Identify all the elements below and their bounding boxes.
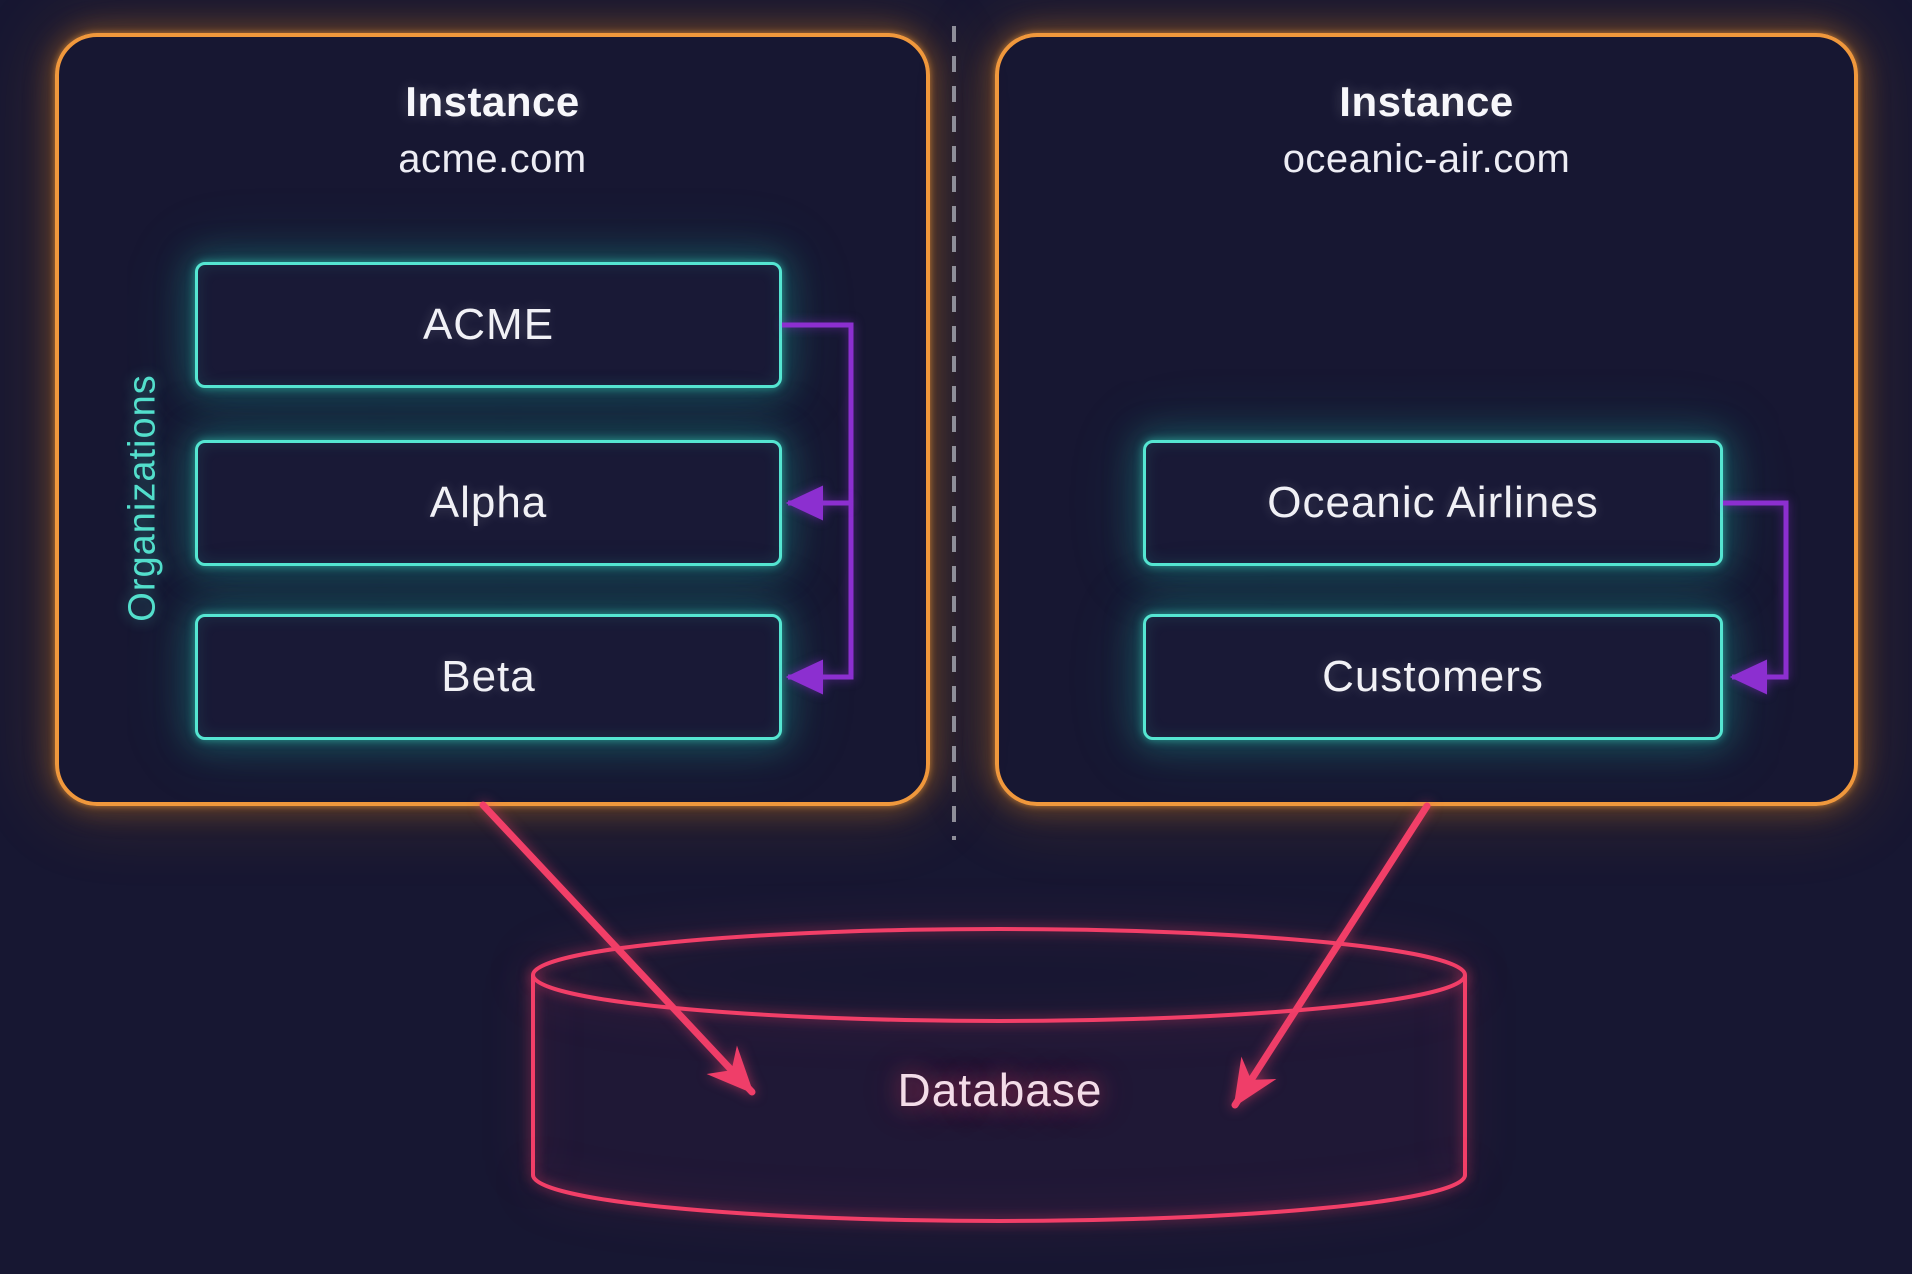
instance-title: Instance	[1339, 78, 1514, 125]
org-label: ACME	[422, 300, 555, 349]
database-cylinder-bottom-arc	[531, 1174, 1467, 1223]
org-label: Oceanic Airlines	[1267, 478, 1599, 527]
instance-domain: acme.com	[398, 137, 587, 182]
org-label: Alpha	[429, 478, 548, 527]
org-box-customers: Customers	[1143, 614, 1723, 740]
org-box-oceanic-airlines: Oceanic Airlines	[1143, 440, 1723, 566]
instance-domain: oceanic-air.com	[1282, 137, 1571, 182]
instance-divider-dashed-line	[952, 26, 956, 840]
arrow-oceanic-instance-to-database	[1231, 802, 1431, 1109]
database-cylinder-top-ellipse	[531, 927, 1467, 1023]
org-label: Beta	[441, 652, 536, 701]
instance-panel-acme-header: Instance acme.com	[59, 77, 926, 183]
organizations-side-label: Organizations	[121, 374, 164, 622]
database-label: Database	[897, 1064, 1103, 1116]
instance-panel-oceanic-air-header: Instance oceanic-air.com	[999, 77, 1854, 183]
org-label: Customers	[1322, 652, 1544, 701]
org-box-alpha: Alpha	[195, 440, 782, 566]
org-box-acme: ACME	[195, 262, 782, 388]
arrow-acme-instance-to-database	[479, 801, 756, 1096]
org-box-beta: Beta	[195, 614, 782, 740]
instance-title: Instance	[405, 78, 580, 125]
